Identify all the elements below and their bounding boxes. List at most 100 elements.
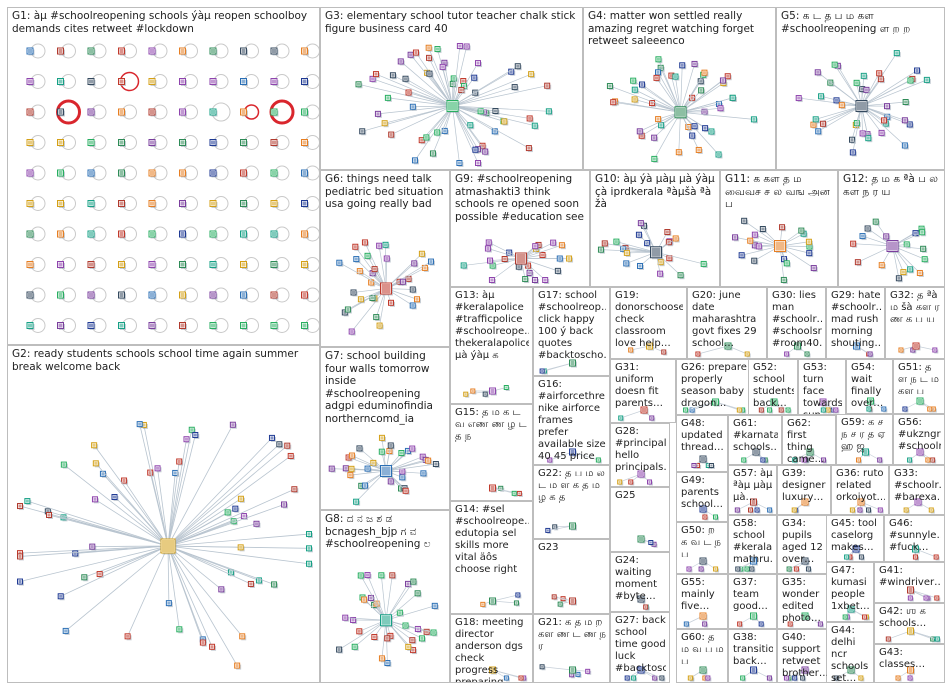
node-fill	[358, 269, 362, 273]
node-fill	[211, 293, 215, 297]
node-fill	[693, 124, 697, 128]
node-fill	[690, 134, 694, 138]
edge	[355, 246, 387, 289]
group-g18: G18: meeting director anderson dgs check…	[450, 614, 533, 683]
node-fill	[346, 307, 350, 311]
node-fill	[676, 107, 685, 117]
node-fill	[701, 668, 705, 672]
group-network	[686, 557, 720, 573]
node-fill	[803, 459, 806, 461]
node-fill	[232, 519, 236, 523]
node-fill	[377, 244, 381, 248]
node-fill	[272, 171, 276, 175]
node-fill	[795, 344, 800, 348]
edge	[167, 445, 288, 547]
edge	[613, 101, 681, 113]
node-fill	[926, 459, 929, 461]
node-fill	[62, 463, 66, 467]
node-fill	[904, 100, 908, 104]
group-label: G1: àµ #schoolreopening schools ýàµ reop…	[12, 10, 308, 35]
node-fill	[98, 572, 102, 576]
group-network	[618, 406, 656, 422]
group-g47: G47: kumasi people 1xbet…	[826, 562, 874, 622]
node-fill	[914, 556, 917, 558]
edge	[861, 105, 905, 121]
node-fill	[354, 257, 358, 261]
node-fill	[918, 271, 922, 275]
node-fill	[816, 70, 820, 74]
node-fill	[484, 393, 487, 396]
edge	[385, 581, 414, 621]
node-fill	[797, 96, 801, 100]
node-fill	[703, 126, 707, 130]
edge	[65, 545, 169, 632]
edge	[604, 243, 657, 253]
edge	[428, 57, 453, 107]
node-fill	[93, 497, 97, 501]
node-fill	[362, 598, 366, 602]
node-fill	[642, 408, 646, 412]
group-g37: G37: team good…	[728, 574, 777, 629]
edge	[654, 112, 681, 160]
node-fill	[148, 471, 152, 475]
node-fill	[351, 618, 355, 622]
node-fill	[518, 492, 521, 495]
edge	[167, 439, 187, 547]
node-fill	[369, 280, 373, 284]
node-fill	[493, 109, 497, 113]
node-fill	[864, 88, 868, 92]
node-fill	[58, 262, 63, 267]
node-fill	[789, 623, 792, 625]
group-g44: G44: delhi ncr schools set…	[826, 622, 874, 683]
edge	[351, 288, 387, 332]
node-fill	[491, 264, 495, 268]
node-fill	[699, 88, 703, 92]
node-fill	[908, 629, 913, 633]
node-fill	[866, 136, 870, 140]
node-fill	[231, 423, 235, 427]
edge	[452, 73, 532, 107]
group-g14: G14: #sel #schoolreope… edutopia sel ski…	[450, 501, 533, 614]
node-fill	[180, 171, 185, 175]
node-fill	[177, 627, 181, 631]
edge	[861, 70, 918, 107]
node-fill	[556, 269, 560, 273]
node-fill	[270, 436, 274, 440]
node-fill	[903, 143, 907, 147]
group-label: G55: mainly five…	[681, 577, 715, 612]
node-fill	[384, 243, 388, 247]
edge	[634, 89, 681, 113]
node-fill	[867, 509, 870, 511]
group-label: G37: team good…	[733, 577, 768, 612]
node-fill	[307, 546, 311, 550]
node-fill	[553, 595, 556, 598]
group-network	[732, 217, 818, 284]
group-g34: G34: pupils aged 12 over…	[777, 515, 831, 574]
node-fill	[150, 201, 154, 206]
node-fill	[570, 673, 573, 676]
edge	[834, 64, 862, 107]
edge	[63, 464, 169, 547]
node-fill	[381, 615, 391, 625]
node-fill	[487, 240, 491, 244]
node-fill	[928, 408, 931, 410]
node-fill	[471, 389, 474, 392]
node-fill	[799, 229, 803, 233]
node-fill	[119, 110, 124, 114]
node-fill	[533, 124, 537, 128]
node-fill	[746, 353, 749, 355]
node-fill	[400, 475, 404, 479]
node-fill	[404, 77, 408, 81]
group-g29: G29: hate #schoolr… mad rush morning sho…	[826, 287, 885, 359]
node-fill	[570, 668, 575, 672]
node-fill	[726, 74, 730, 78]
group-network	[740, 666, 773, 682]
group-network	[637, 595, 650, 611]
node-fill	[701, 457, 705, 461]
node-fill	[697, 148, 701, 152]
node-fill	[302, 262, 307, 267]
node-fill	[443, 129, 447, 133]
edge	[798, 97, 862, 107]
edge	[817, 72, 862, 107]
node-fill	[639, 472, 643, 476]
